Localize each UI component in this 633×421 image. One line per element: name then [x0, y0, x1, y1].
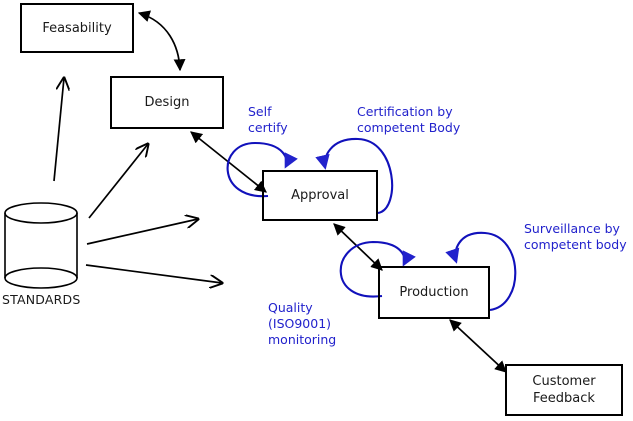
- node-design-label: Design: [144, 95, 190, 110]
- datastore-standards-label: STANDARDS: [2, 292, 81, 307]
- annotation-surveillance-by-competent-body: Surveillance by competent body: [524, 221, 627, 252]
- node-customer-feedback[interactable]: Customer Feedback: [505, 364, 623, 416]
- annotation-certification-by-competent-body: Certification by competent Body: [357, 104, 461, 135]
- node-customer-feedback-label: Customer Feedback: [532, 374, 596, 406]
- loop-certification-competent-body: [315, 137, 394, 215]
- connector-standards-feasability: [53, 78, 64, 182]
- connector-standards-design: [88, 144, 148, 219]
- connector-production-customer-feedback: [449, 319, 507, 373]
- node-approval-label: Approval: [291, 188, 349, 203]
- annotation-self-certify: Self certify: [248, 104, 288, 135]
- node-production[interactable]: Production: [378, 266, 490, 319]
- loop-self-certify: [226, 141, 298, 198]
- annotation-quality-iso9001-monitoring: Quality (ISO9001) monitoring: [268, 300, 337, 347]
- loop-quality-monitoring: [339, 240, 416, 298]
- node-approval[interactable]: Approval: [262, 170, 378, 221]
- node-production-label: Production: [399, 285, 469, 300]
- connector-feasability-design: [137, 10, 186, 72]
- loop-surveillance-competent-body: [445, 231, 517, 312]
- datastore-standards-shape: [4, 202, 78, 289]
- node-feasability[interactable]: Feasability: [20, 3, 134, 53]
- connector-approval-production: [333, 223, 383, 271]
- node-design[interactable]: Design: [110, 76, 224, 129]
- connector-standards-production: [85, 264, 222, 283]
- node-feasability-label: Feasability: [42, 20, 112, 36]
- connector-standards-approval: [86, 219, 198, 245]
